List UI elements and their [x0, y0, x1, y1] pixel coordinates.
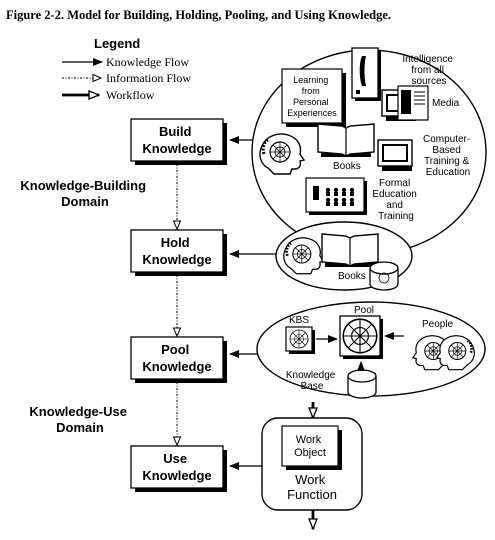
hold-books-label: Books	[338, 271, 366, 282]
kbs-label: KBS	[289, 315, 309, 326]
work-function-label: Work Function	[287, 472, 337, 502]
intelligence-label: Intelligence from all sources	[402, 54, 455, 87]
legend-workflow-label: Workflow	[106, 88, 155, 102]
work-object-line-1: Work	[296, 434, 322, 446]
build-knowledge-line-1: Build	[159, 124, 192, 139]
work-function-line-1: Work	[295, 472, 326, 487]
books-label: Books	[333, 161, 361, 172]
learning-line-1: Learning	[293, 75, 328, 85]
formal-line-3: and	[386, 200, 403, 211]
pool-knowledge-line-2: Knowledge	[142, 359, 211, 374]
cbt-line-3: Training &	[424, 156, 470, 167]
knowledge-building-domain-line-2: Domain	[61, 194, 109, 209]
cbt-line-2: Based	[432, 145, 460, 156]
formal-line-2: Education	[372, 189, 416, 200]
svg-text:Use Knowledge: Use Knowledge	[142, 451, 211, 483]
pool-icon	[339, 315, 383, 359]
build-knowledge-line-2: Knowledge	[142, 141, 211, 156]
formal-line-4: Training	[378, 211, 414, 222]
legend-title: Legend	[94, 36, 140, 51]
legend-information-flow-label: Information Flow	[106, 71, 191, 85]
knowledge-use-domain-label: Knowledge-Use Domain	[29, 404, 130, 435]
use-knowledge-box: Use Knowledge	[130, 445, 227, 492]
database-icon	[369, 261, 399, 291]
cbt-line-4: Education	[426, 167, 470, 178]
media-device-icon	[397, 85, 429, 121]
use-knowledge-line-2: Knowledge	[142, 468, 211, 483]
build-knowledge-box: Build Knowledge	[130, 118, 227, 165]
use-knowledge-line-1: Use	[163, 451, 187, 466]
hold-knowledge-line-1: Hold	[161, 235, 190, 250]
intelligence-line-1: Intelligence	[402, 54, 453, 65]
knowledge-base-line-1: Knowledge	[286, 370, 336, 381]
monitor-icon	[377, 139, 413, 172]
knowledge-use-domain-line-1: Knowledge-Use	[29, 404, 127, 419]
svg-text:Hold Knowledge: Hold Knowledge	[142, 235, 211, 267]
intelligence-line-2: from all	[411, 65, 444, 76]
work-function-box: Work Object Work Function	[261, 402, 363, 529]
cbt-line-1: Computer-	[423, 134, 470, 145]
work-function-line-2: Function	[287, 487, 337, 502]
svg-text:Pool Knowledge: Pool Knowledge	[142, 342, 211, 374]
knowledge-building-domain-line-1: Knowledge-Building	[20, 178, 146, 193]
head-icon	[435, 334, 476, 371]
intelligence-line-3: sources	[411, 76, 446, 87]
pool-label: Pool	[354, 305, 374, 316]
hold-knowledge-box: Hold Knowledge	[130, 229, 227, 276]
media-label: Media	[432, 98, 460, 109]
learning-from-experiences-box: Learning from Personal Experiences	[281, 68, 346, 127]
figure-title: Figure 2-2. Model for Building, Holding,…	[6, 8, 391, 22]
legend: Legend Knowledge Flow Information Flow W…	[62, 36, 191, 102]
knowledge-use-domain-line-2: Domain	[56, 420, 104, 435]
knowledge-building-domain-label: Knowledge-Building Domain	[20, 178, 149, 209]
knowledge-base-label: Knowledge Base	[286, 370, 338, 392]
legend-knowledge-flow-label: Knowledge Flow	[106, 55, 189, 69]
database-icon	[347, 369, 377, 399]
hold-knowledge-line-2: Knowledge	[142, 252, 211, 267]
work-object-label: Work Object	[294, 434, 326, 459]
kbs-icon	[285, 326, 315, 354]
phone-icon	[351, 47, 381, 101]
book-icon	[321, 233, 379, 268]
svg-text:Learning from: Learning from Personal Experiences	[287, 75, 337, 118]
knowledge-sources-circle: Learning from Personal Experiences Intel…	[251, 47, 487, 255]
head-icon	[282, 236, 325, 276]
formal-line-1: Formal	[379, 178, 410, 189]
pool-knowledge-ellipse: KBS Pool People Knowledge Base	[256, 301, 486, 399]
classroom-icon	[305, 177, 367, 215]
formal-education-label: Formal Education and Training	[372, 178, 419, 222]
knowledge-base-line-2: Base	[301, 381, 324, 392]
pool-knowledge-line-1: Pool	[161, 342, 189, 357]
book-icon	[317, 123, 375, 158]
svg-text:Build Knowledge: Build Knowledge	[142, 124, 211, 156]
learning-line-2: from	[302, 86, 320, 96]
pool-knowledge-box: Pool Knowledge	[130, 336, 227, 383]
learning-line-4: Experiences	[287, 108, 337, 118]
work-object-line-2: Object	[294, 447, 326, 459]
people-label: People	[422, 319, 454, 330]
learning-line-3: Personal	[293, 97, 329, 107]
head-icon	[258, 132, 306, 176]
cbt-label: Computer- Based Training & Education	[423, 134, 473, 178]
hold-knowledge-ellipse: Books	[275, 221, 413, 291]
